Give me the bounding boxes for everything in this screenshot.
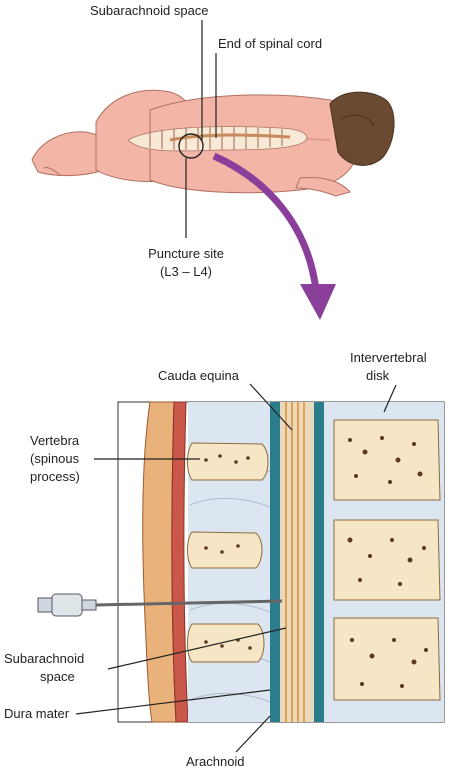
label-puncture-site-1: Puncture site	[148, 246, 224, 261]
label-vertebra-2: (spinous	[30, 451, 80, 466]
label-intervertebral-2: disk	[366, 368, 390, 383]
label-vertebra-1: Vertebra	[30, 433, 80, 448]
label-subarachnoid-1: Subarachnoid	[4, 651, 84, 666]
label-end-of-spinal-cord: End of spinal cord	[218, 36, 322, 51]
leader-dura-mater	[75, 689, 271, 715]
leader-cauda-equina	[249, 383, 293, 431]
label-puncture-site-2: (L3 – L4)	[160, 264, 212, 279]
leader-subarachnoid-space	[107, 627, 287, 670]
label-arachnoid: Arachnoid	[186, 754, 245, 769]
label-dura-mater: Dura mater	[4, 706, 70, 721]
label-vertebra-3: process)	[30, 469, 80, 484]
spinal-needle	[37, 593, 283, 617]
zoom-arrow	[212, 152, 336, 320]
leader-intervertebral-disk	[383, 384, 397, 413]
patient-illustration	[31, 89, 395, 197]
leader-arachnoid	[235, 715, 271, 753]
label-cauda-equina: Cauda equina	[158, 368, 240, 383]
puncture-site-marker	[178, 133, 204, 159]
label-intervertebral-1: Intervertebral	[350, 350, 427, 365]
label-subarachnoid-space-top: Subarachnoid space	[90, 3, 209, 18]
label-subarachnoid-2: space	[40, 669, 75, 684]
spine-cross-section	[117, 401, 445, 723]
